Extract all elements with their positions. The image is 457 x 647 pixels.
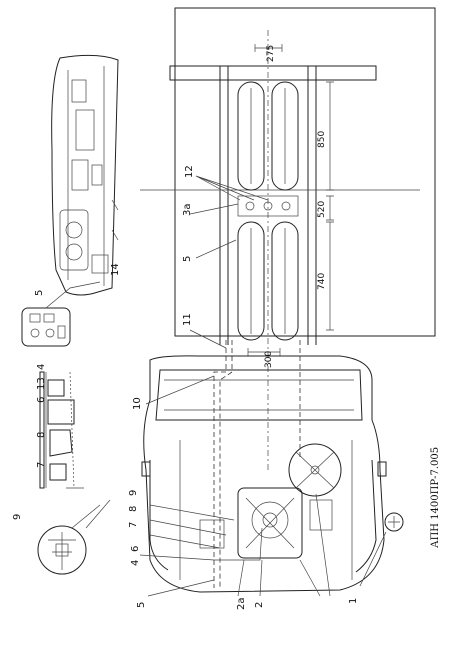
vehicle-body-plan: [141, 355, 387, 593]
callout-4-bottom: 4: [130, 560, 141, 566]
leader-lines: [139, 175, 331, 597]
callout-6-top: 6: [36, 397, 47, 403]
callout-6-bottom: 6: [130, 546, 141, 552]
switch-panel-inset: [21, 281, 101, 347]
callout-7-top: 7: [36, 462, 47, 468]
callout-2: 2: [254, 602, 265, 608]
dim-275: 275: [266, 45, 276, 62]
gas-pipeline: [213, 340, 301, 588]
callout-13: 13: [36, 377, 47, 390]
callout-2a: 2a: [236, 598, 247, 611]
filler-symbol: [359, 512, 404, 587]
callout-1: 1: [348, 598, 359, 604]
gas-cylinders: [237, 81, 299, 341]
dim-300: 300: [264, 351, 274, 368]
vehicle-frame: [140, 7, 436, 470]
callout-11: 11: [182, 313, 193, 326]
dim-520: 520: [317, 201, 327, 218]
callout-9-left: 9: [12, 514, 23, 520]
valve-detail-inset: [37, 499, 111, 575]
callout-8-bottom: 8: [128, 506, 139, 512]
callout-7-bottom: 7: [128, 522, 139, 528]
dimension-lines: [247, 44, 334, 356]
callout-3a: 3a: [182, 204, 193, 217]
dim-740: 740: [317, 273, 327, 290]
callout-14: 14: [110, 263, 121, 276]
callout-8-top: 8: [36, 432, 47, 438]
callout-9-bottom: 9: [128, 490, 139, 496]
callout-5-left: 5: [34, 290, 45, 296]
dimension-values: 275 850 520 740 300: [264, 45, 327, 368]
document-code: АПН 1400ПР-7.005: [430, 447, 441, 548]
callout-12: 12: [184, 165, 195, 178]
dashboard-view: [51, 54, 119, 296]
gas-line-side-view: [39, 371, 84, 489]
callout-5-mid: 5: [182, 256, 193, 262]
callout-numbers: 1 2 2a 3a 4 4 5 5 5 6 6 7 7 8 8 9 9 10 1…: [12, 165, 359, 610]
dim-850: 850: [317, 131, 327, 148]
callout-4-top: 4: [36, 364, 47, 370]
callout-10: 10: [132, 397, 143, 410]
callout-5-bottom: 5: [136, 602, 147, 608]
